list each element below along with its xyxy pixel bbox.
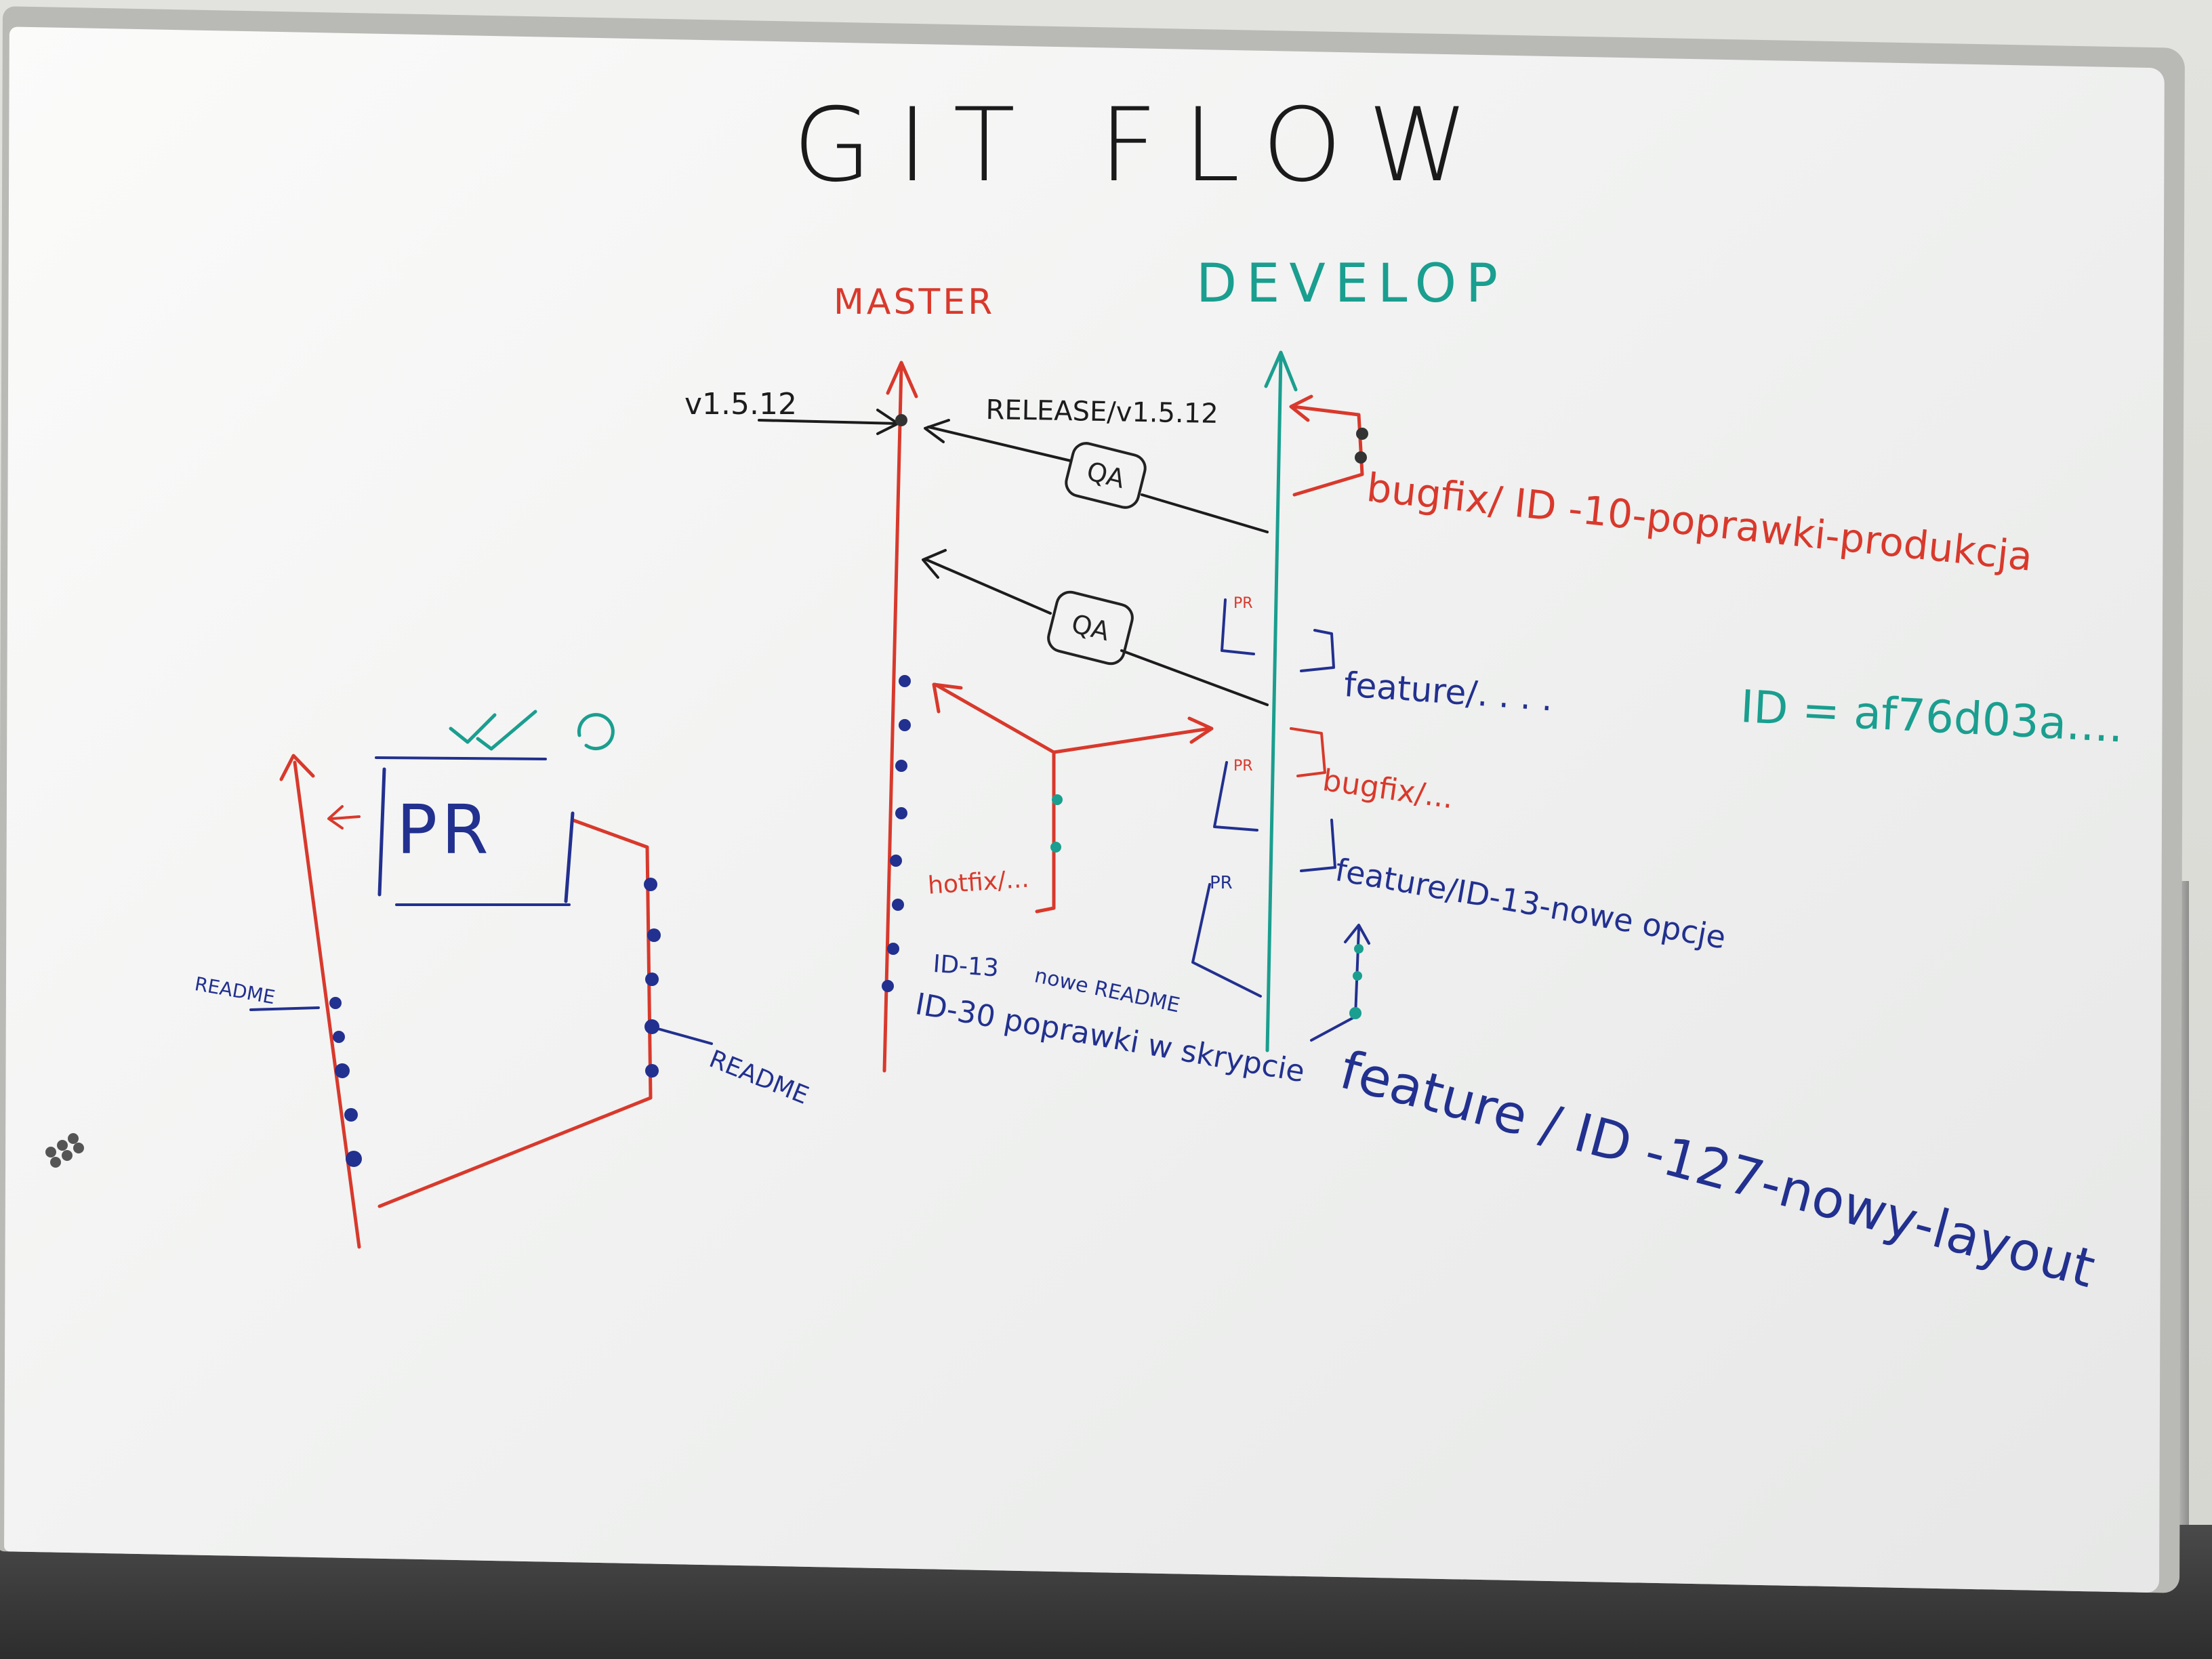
pr-box-right xyxy=(564,811,575,903)
pr-box-left xyxy=(377,767,386,897)
pr-marker-1: PR xyxy=(1233,595,1253,612)
feature-merge-line xyxy=(1120,649,1269,706)
bugfix-branch-2 xyxy=(1290,727,1326,777)
feature-branch-b xyxy=(1221,598,1255,655)
feature-127-branch xyxy=(1310,927,1360,1042)
approval-checks xyxy=(449,710,537,751)
hotfix-branch-label: hotfix/... xyxy=(926,865,1030,900)
feature-branch-e xyxy=(1191,883,1262,998)
release-branch-label: RELEASE/v1.5.12 xyxy=(985,394,1219,430)
develop-arrowhead xyxy=(1264,350,1298,392)
left-feature-line xyxy=(377,818,653,1208)
master-label: MASTER xyxy=(834,282,996,323)
refresh-mark xyxy=(577,713,615,751)
commit-dots xyxy=(329,675,911,1167)
feature-branch-d xyxy=(1300,819,1336,872)
version-tag: v1.5.12 xyxy=(684,387,797,422)
board-title: GIT FLOW xyxy=(793,87,1494,205)
master-arrowhead xyxy=(886,361,918,398)
pr-marker-2: PR xyxy=(1233,758,1253,775)
pr-box-top xyxy=(375,756,547,760)
develop-line xyxy=(1265,354,1283,1052)
feature-branch-a xyxy=(1300,629,1335,672)
magnet-cluster xyxy=(45,1133,84,1168)
develop-label: DEVELOP xyxy=(1196,253,1508,314)
release-line xyxy=(1141,493,1269,533)
bugfix-branch-1 xyxy=(1291,405,1364,497)
version-arrow xyxy=(758,419,899,425)
commit-id13: ID-13 xyxy=(932,950,1000,983)
master-line xyxy=(882,364,903,1073)
left-main-line xyxy=(293,760,361,1249)
pr-label: PR xyxy=(396,790,493,869)
pr-marker-3: PR xyxy=(1210,873,1233,893)
feature-branch-c xyxy=(1213,761,1258,832)
hotfix-branch xyxy=(933,682,1056,914)
